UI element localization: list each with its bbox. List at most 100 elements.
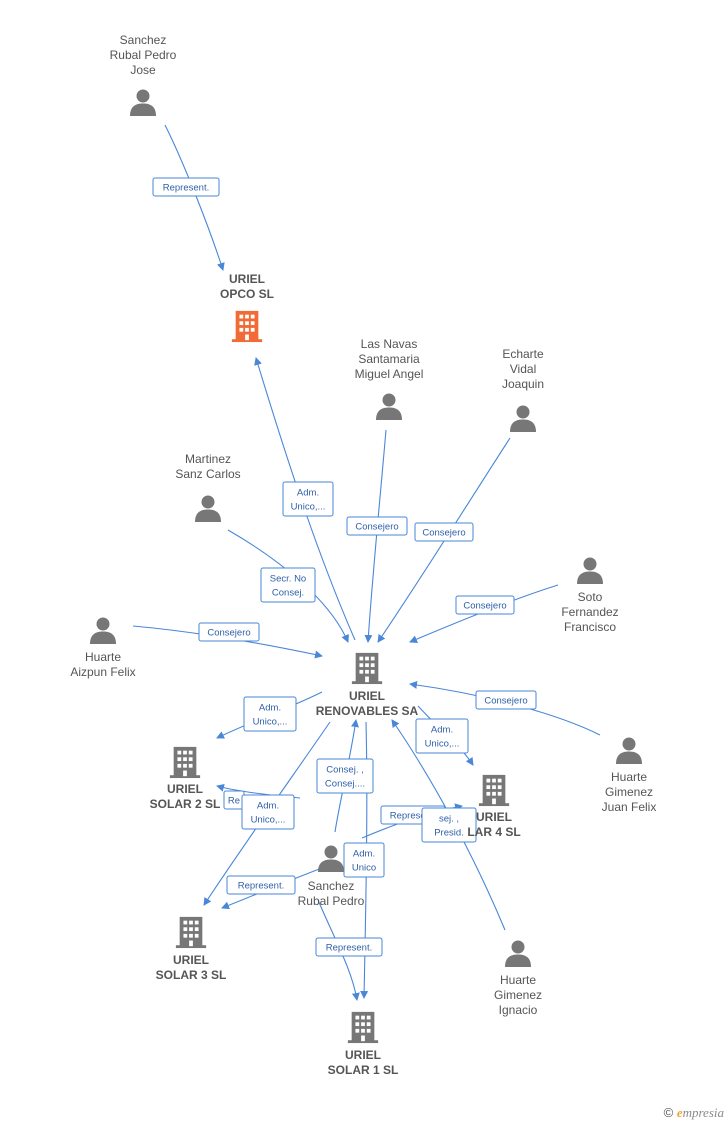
relation-label-text: Adm. (297, 488, 319, 499)
node-label-line: Juan Felix (602, 800, 657, 814)
relation-label-text: Represent. (163, 183, 209, 194)
relation-label-text: sej. , (439, 814, 459, 825)
relation-label-text: Represent. (238, 881, 284, 892)
relation-label[interactable]: Secr. No Consej. (260, 567, 316, 603)
node-label-line: Soto (578, 590, 603, 604)
relation-label-text: Represent. (390, 811, 436, 822)
building-icon (175, 916, 207, 949)
building-icon (231, 310, 263, 343)
building-icon (169, 746, 201, 779)
relation-label[interactable]: Re (223, 790, 245, 810)
relation-label-text: Unico,... (425, 739, 460, 750)
relation-label[interactable]: Consejero (346, 516, 408, 536)
relation-label-text: Re (228, 796, 240, 807)
node-label-line: SOLAR 2 SL (150, 797, 221, 811)
node-label-line: Gimenez (605, 785, 653, 799)
relation-label-text: Secr. No (270, 574, 306, 585)
relation-label-box (455, 595, 515, 615)
relation-label-text: Adm. (431, 725, 453, 736)
relation-label[interactable]: Consejero (414, 522, 474, 542)
building-icon (351, 652, 383, 685)
node-label-line: Sanchez (120, 33, 167, 47)
person-icon (510, 405, 536, 432)
relation-label-text: Adm. (259, 703, 281, 714)
relation-label-box (198, 622, 260, 642)
node-label-line: Sanchez (308, 879, 355, 893)
node-label-line: SOLAR 1 SL (328, 1063, 399, 1077)
relation-label-box (152, 177, 220, 197)
relation-label-text: Consejero (207, 628, 250, 639)
relation-label-text: Unico,... (251, 815, 286, 826)
relation-label[interactable]: Adm.Unico,... (241, 794, 295, 830)
relation-label-box (243, 696, 297, 732)
node-label-line: URIEL (476, 810, 512, 824)
relation-label-text: Consej.... (325, 779, 365, 790)
relation-label-text: Unico (352, 863, 376, 874)
node-label-line: Gimenez (494, 988, 542, 1002)
relation-label[interactable]: Consejero (455, 595, 515, 615)
relation-label[interactable]: Adm. Unico,... (415, 718, 469, 754)
node-label-line: Rubal Pedro (298, 894, 365, 908)
node-label-line: Sanz Carlos (175, 467, 240, 481)
node-label-line: Fernandez (561, 605, 618, 619)
relation-label[interactable]: Adm.Unico,... (243, 696, 297, 732)
node-label-line: Martinez (185, 452, 231, 466)
relation-label-box (343, 842, 385, 878)
relation-label-box (475, 690, 537, 710)
node-label-line: Echarte (502, 347, 544, 361)
relation-label[interactable]: Consejero (475, 690, 537, 710)
relation-label-text: Consejero (422, 528, 465, 539)
relation-edge (164, 124, 225, 271)
relation-label[interactable]: Adm.Unico (343, 842, 385, 878)
node-label-line: Huarte (85, 650, 121, 664)
relation-label-text: Represent. (326, 943, 372, 954)
relation-label[interactable]: Represent. (226, 875, 296, 895)
node-label-line: URIEL (229, 272, 265, 286)
relation-label[interactable]: Adm. Unico,... (282, 481, 334, 517)
copyright-symbol: © (663, 1105, 674, 1120)
relation-label-text: Consej. (272, 588, 304, 599)
relation-label-text: Unico,... (291, 502, 326, 513)
node-label-line: Ignacio (499, 1003, 538, 1017)
relation-label-box (421, 807, 477, 843)
relation-label-text: Consejero (484, 696, 527, 707)
node-label-line: Santamaria (358, 352, 420, 366)
relation-label-box (316, 758, 374, 794)
relation-label[interactable]: Consejero (198, 622, 260, 642)
person-icon (577, 557, 603, 584)
relation-label-box (226, 875, 296, 895)
relation-label[interactable]: Represent. (152, 177, 220, 197)
relation-label-box (241, 794, 295, 830)
node-label-line: URIEL (173, 953, 209, 967)
node-label-line: URIEL (345, 1048, 381, 1062)
node-label-line: Jose (130, 63, 156, 77)
person-icon (318, 845, 344, 872)
node-label-line: Rubal Pedro (110, 48, 177, 62)
node-label-line: Las Navas (361, 337, 418, 351)
relation-label[interactable]: sej. , Presid. (421, 807, 477, 843)
footer-credit: © empresia (664, 1105, 724, 1121)
relation-label[interactable]: Consej. ,Consej.... (316, 758, 374, 794)
relation-label[interactable]: Represent. (315, 937, 383, 957)
node-label-line: RENOVABLES SA (316, 704, 419, 718)
person-icon (376, 393, 402, 420)
relation-label-text: Presid. (434, 828, 464, 839)
relation-edge (364, 429, 387, 643)
relation-label-box (415, 718, 469, 754)
